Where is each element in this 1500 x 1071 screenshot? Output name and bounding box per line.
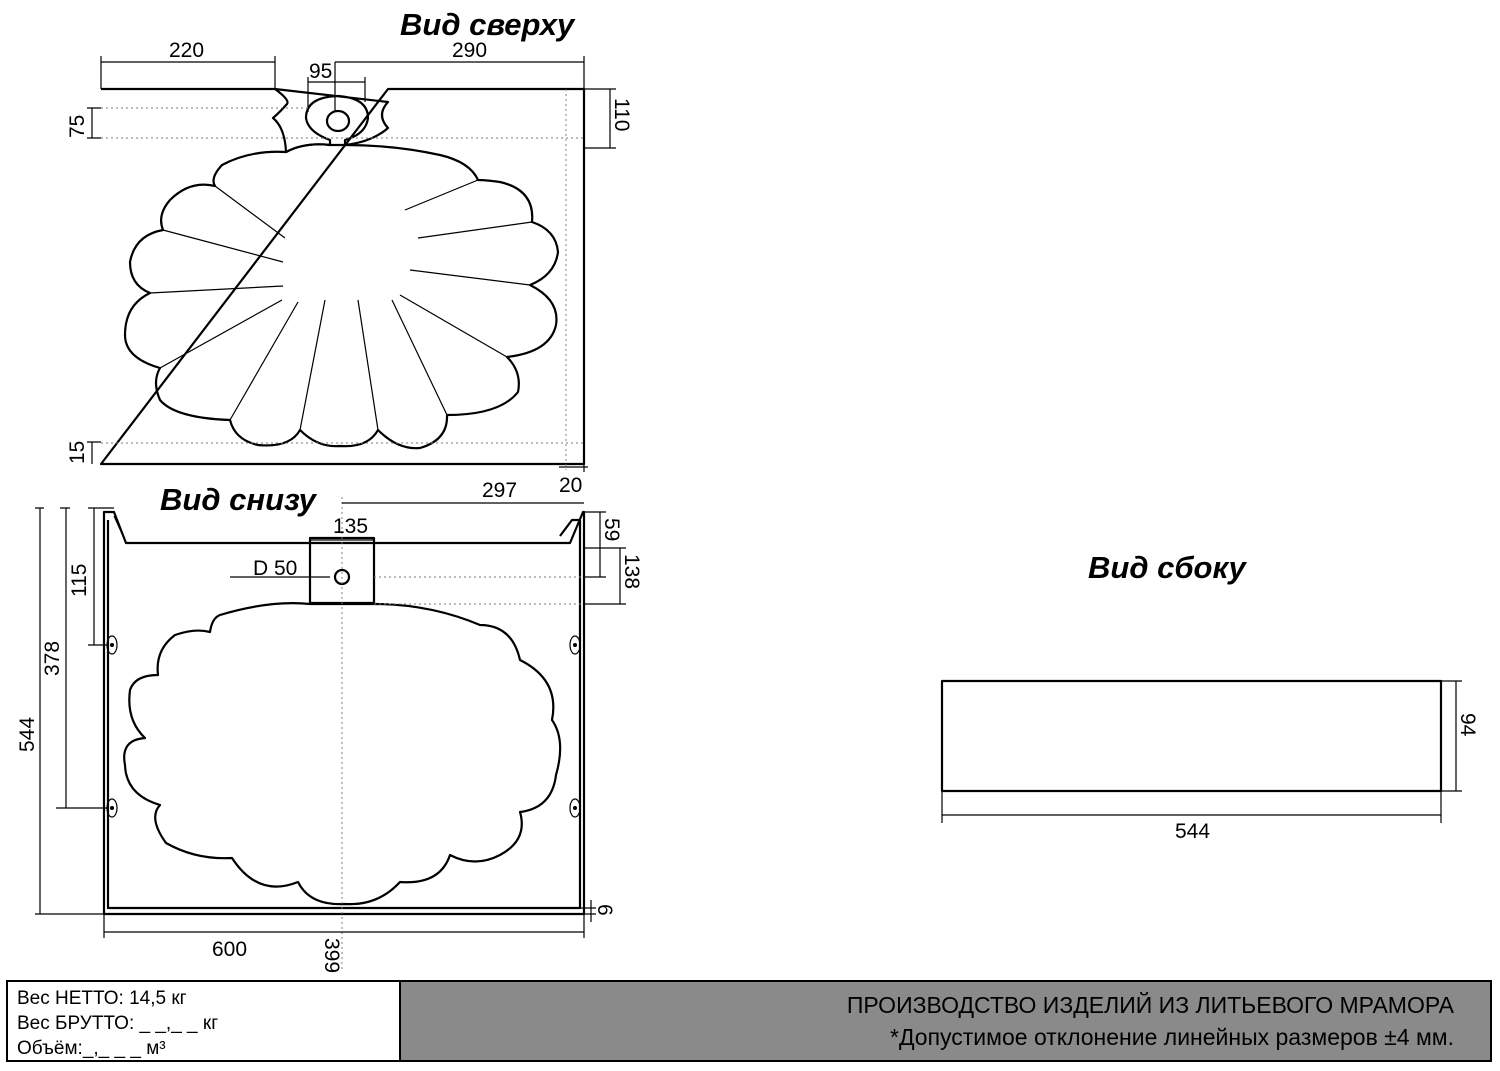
dim-6: 6 <box>593 904 616 916</box>
dim-side-544-line <box>941 791 1442 823</box>
top-guide-lines-2 <box>101 89 584 470</box>
top-view: Вид сверху 220 290 95 75 110 15 20 <box>66 7 633 497</box>
dim-15-line <box>87 441 101 464</box>
dim-110-line <box>584 88 616 149</box>
dim-135: 135 <box>333 515 368 538</box>
mount-hole-tr <box>569 635 581 655</box>
tolerance-note: *Допустимое отклонение линейных размеров… <box>890 1024 1454 1050</box>
bottom-view-title: Вид снизу <box>160 482 318 517</box>
production-title: ПРОИЗВОДСТВО ИЗДЕЛИЙ ИЗ ЛИТЬЕВОГО МРАМОР… <box>846 992 1454 1018</box>
bottom-outline <box>102 510 586 916</box>
dim-399: 399 <box>320 938 343 973</box>
top-guide-lines <box>101 107 584 139</box>
bottom-inner-line <box>106 518 582 910</box>
dim-378: 378 <box>41 641 64 676</box>
dim-110: 110 <box>610 98 633 131</box>
dim-side-544: 544 <box>1175 820 1210 843</box>
dim-378-line <box>56 507 108 809</box>
dim-20: 20 <box>559 474 582 497</box>
dim-59: 59 <box>600 518 623 541</box>
side-view: Вид сбоку 94 544 <box>940 550 1479 843</box>
dim-220-line <box>100 56 276 89</box>
dim-6-line <box>580 900 596 922</box>
bottom-basin-shape <box>123 602 562 906</box>
dim-115-line <box>88 507 114 646</box>
top-overflow-bump <box>271 87 390 154</box>
dim-75-line <box>87 107 101 139</box>
dim-138-line <box>584 547 626 605</box>
bottom-view: Вид снизу 297 135 59 138 D 50 115 <box>16 479 643 973</box>
mount-hole-br <box>569 798 581 818</box>
dim-d50: D 50 <box>253 557 297 580</box>
dim-290-line <box>334 56 585 112</box>
dim-220: 220 <box>169 39 204 62</box>
bottom-lip <box>113 515 125 539</box>
dim-544: 544 <box>16 717 39 752</box>
top-overflow-hole <box>325 109 351 133</box>
dim-15: 15 <box>66 441 89 464</box>
dim-94-line <box>1441 680 1462 792</box>
volume: Объём:_,_ _ _ м³ <box>17 1038 166 1059</box>
dim-94: 94 <box>1456 713 1479 737</box>
top-shell-ribs <box>149 179 533 431</box>
side-view-title: Вид сбоку <box>1088 550 1248 585</box>
side-outline <box>940 679 1443 793</box>
dim-59-line <box>584 511 606 578</box>
dim-138: 138 <box>620 554 643 589</box>
production-info: ПРОИЗВОДСТВО ИЗДЕЛИЙ ИЗ ЛИТЬЕВОГО МРАМОР… <box>399 982 1490 1060</box>
dim-95-line <box>307 77 366 112</box>
dim-95: 95 <box>309 60 332 83</box>
dim-75: 75 <box>66 115 89 138</box>
weight-info: Вес НЕТТО: 14,5 кг Вес БРУТТО: _ _,_ _ к… <box>8 982 399 1060</box>
dim-297: 297 <box>482 479 517 502</box>
title-block: Вес НЕТТО: 14,5 кг Вес БРУТТО: _ _,_ _ к… <box>6 980 1492 1062</box>
net-weight: Вес НЕТТО: 14,5 кг <box>17 988 187 1009</box>
dim-115: 115 <box>68 564 91 597</box>
dim-600: 600 <box>212 938 247 961</box>
top-shell-basin <box>123 143 560 450</box>
top-view-title: Вид сверху <box>400 7 576 42</box>
gross-weight: Вес БРУТТО: _ _,_ _ кг <box>17 1013 219 1034</box>
dim-290: 290 <box>452 39 487 62</box>
dim-544-line <box>35 507 104 915</box>
dim-600-line <box>103 914 585 938</box>
bottom-guide-lines <box>374 576 620 605</box>
dim-20-line <box>559 464 588 472</box>
